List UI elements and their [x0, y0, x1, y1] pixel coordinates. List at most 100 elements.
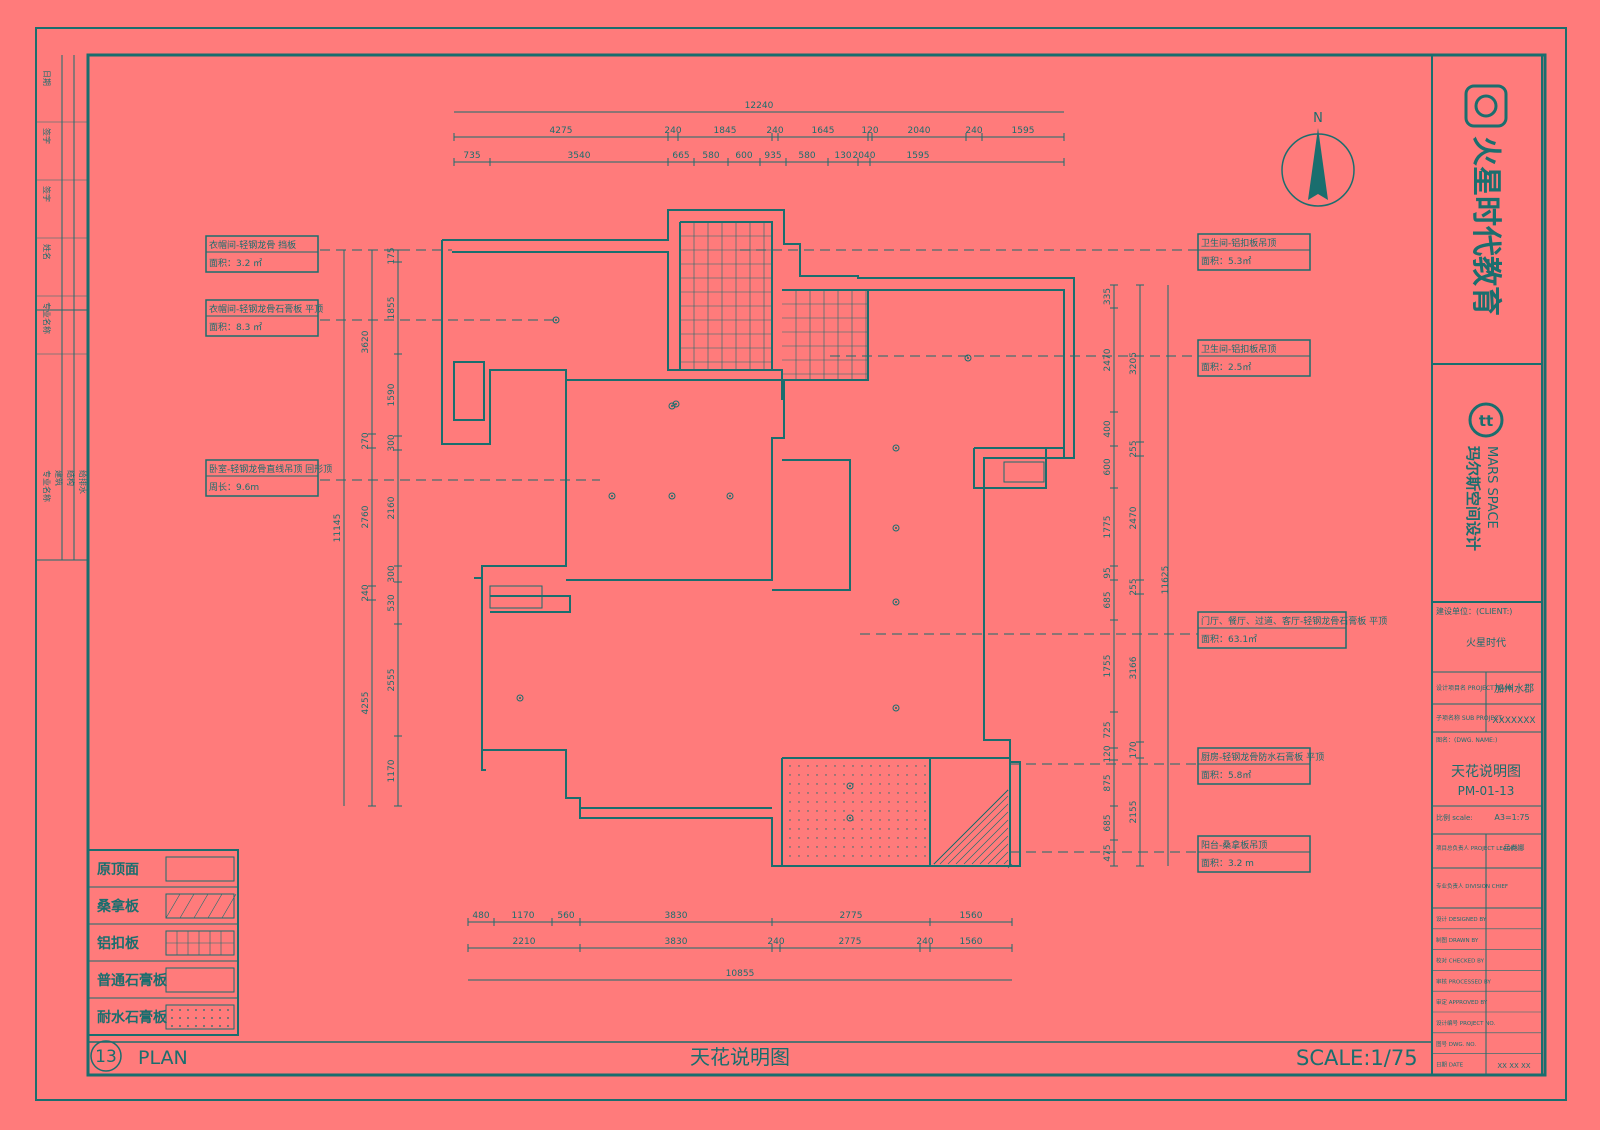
strip-label: 日期 — [42, 70, 51, 86]
legend-label: 桑拿板 — [97, 898, 140, 915]
annotation-value: 面积：3.2 ㎡ — [209, 257, 262, 269]
title-block-row-label: 审定 APPROVED BY — [1436, 998, 1488, 1006]
top-dim-row2: 1595 — [907, 151, 930, 161]
bottom-dim-row1: 560 — [557, 911, 574, 921]
right-dim-inner: 685 — [1103, 814, 1113, 831]
left-dim-inner: 530 — [387, 594, 397, 611]
top-dim-row1: 1595 — [1012, 126, 1035, 136]
strip-label: 专业名称 — [42, 470, 52, 502]
bottom-dim-row2: 2210 — [513, 937, 536, 947]
right-dim-inner: 120 — [1103, 745, 1113, 762]
top-dim-row2: 735 — [463, 151, 480, 161]
right-dim-outer: 255 — [1129, 578, 1139, 595]
title-block-row-label: 校对 CHECKED BY — [1436, 957, 1485, 965]
left-dim-inner: 1855 — [387, 297, 397, 320]
left-dim-inner: 2160 — [387, 496, 397, 519]
annotation-title: 门厅、餐厅、过道、客厅-轻钢龙骨石膏板 平顶 — [1201, 615, 1387, 627]
annotation-title: 厨房-轻钢龙骨防水石膏板 平顶 — [1201, 751, 1324, 763]
sub-project: XXXXXXX — [1492, 716, 1535, 726]
floor-plan — [441, 209, 1075, 869]
left-dim-inner: 175 — [387, 247, 397, 264]
right-dim-inner: 875 — [1103, 774, 1113, 791]
top-dim-row1: 1845 — [714, 126, 737, 136]
right-dim-inner: 685 — [1103, 591, 1113, 608]
annotation-value: 面积：63.1㎡ — [1201, 633, 1257, 645]
legend-swatch — [165, 967, 235, 993]
right-dim-inner: 400 — [1103, 420, 1113, 437]
top-dim-row1: 240 — [664, 126, 681, 136]
right-dim-inner: 2470 — [1103, 348, 1113, 371]
strip-label: 建筑 — [54, 470, 64, 486]
date-value: XX XX XX — [1497, 1062, 1530, 1070]
mars-space-logo-icon: tt — [1468, 402, 1504, 438]
kitchen-dot-pattern — [789, 765, 926, 857]
chief-label: 专业负责人 DIVISION CHIEF — [1436, 882, 1508, 890]
strip-label: 给排水 — [78, 470, 88, 494]
annotation-title: 卧室-轻钢龙骨直线吊顶 回形顶 — [209, 463, 332, 475]
north-label: N — [1313, 111, 1323, 126]
annotation-leaders — [320, 249, 1198, 853]
project-name: 加州水郡 — [1494, 683, 1534, 695]
legend-label: 原顶面 — [97, 862, 139, 878]
annotation-value: 面积：2.5㎡ — [1201, 361, 1251, 373]
legend-swatch — [165, 856, 235, 882]
top-dim-row1: 4275 — [550, 126, 573, 136]
annotation-value: 面积：5.3㎡ — [1201, 255, 1251, 267]
right-dim-inner: 600 — [1103, 458, 1113, 475]
brand-logo-icon — [1464, 84, 1508, 128]
strip-label: 姓名 — [42, 244, 52, 260]
drawing-title: 天花说明图 — [690, 1045, 790, 1069]
annotation-box — [1197, 611, 1347, 649]
title-block-row-label: 设计 DESIGNED BY — [1436, 915, 1487, 923]
right-dim-inner: 95 — [1103, 567, 1113, 578]
bottom-dim-row2: 240 — [767, 937, 784, 947]
right-total-dim: 11625 — [1161, 566, 1171, 595]
annotation-value: 周长：9.6m — [209, 481, 259, 493]
ceiling-lights — [516, 316, 972, 822]
dwg-name: 天花说明图 — [1451, 764, 1521, 780]
bottom-dim-row1: 1560 — [960, 911, 983, 921]
legend-swatch — [165, 893, 235, 919]
bathroom-1-tile-grid — [680, 222, 772, 370]
balcony-hatch-pattern — [933, 789, 1013, 869]
dwg-number: PM-01-13 — [1458, 784, 1515, 798]
brand-en: MARS SPACE — [1484, 446, 1499, 529]
plan-number-circle — [90, 1040, 122, 1072]
title-block-row-label: 审核 PROCESSED BY — [1436, 977, 1491, 985]
plan-label: PLAN — [138, 1047, 188, 1069]
annotation-box — [1197, 747, 1311, 785]
annotation-box — [205, 235, 319, 273]
inner-border — [86, 53, 1547, 1077]
annotation-box — [1197, 339, 1311, 377]
legend-label: 普通石膏板 — [97, 972, 168, 989]
annotation-title: 衣帽间-轻钢龙骨石膏板 平顶 — [209, 303, 323, 315]
strip-label: 结构 — [66, 470, 76, 486]
right-dim-outer: 2470 — [1129, 506, 1139, 529]
strip-label: 签字 — [42, 186, 52, 202]
sub-project-label: 子项名称 SUB PROJECT — [1436, 714, 1502, 722]
left-dim-outer: 3620 — [361, 330, 371, 353]
top-dim-row1: 2040 — [908, 126, 931, 136]
annotation-value: 面积：3.2 m — [1201, 857, 1254, 869]
right-dim-outer: 2155 — [1129, 801, 1139, 824]
right-dim-outer: 3205 — [1129, 352, 1139, 375]
bottom-total-dim: 10855 — [726, 969, 755, 979]
left-total-dim: 11145 — [333, 514, 343, 543]
annotation-box — [205, 459, 319, 497]
annotation-title: 卫生间-铝扣板吊顶 — [1201, 343, 1276, 355]
left-dim-inner: 300 — [387, 434, 397, 451]
footer: 13 PLAN 天花说明图 SCALE:1/75 — [90, 1040, 1418, 1072]
right-dim-inner: 1755 — [1103, 655, 1113, 678]
left-dim-outer: 240 — [361, 584, 371, 601]
left-dim-inner: 2555 — [387, 669, 397, 692]
client-name: 火星时代 — [1466, 637, 1506, 649]
title-block-row-label: 设计编号 PROJECT NO. — [1436, 1019, 1495, 1027]
title-block-row-label: 日期 DATE — [1436, 1062, 1464, 1069]
title-scale: A3=1:75 — [1494, 813, 1529, 822]
